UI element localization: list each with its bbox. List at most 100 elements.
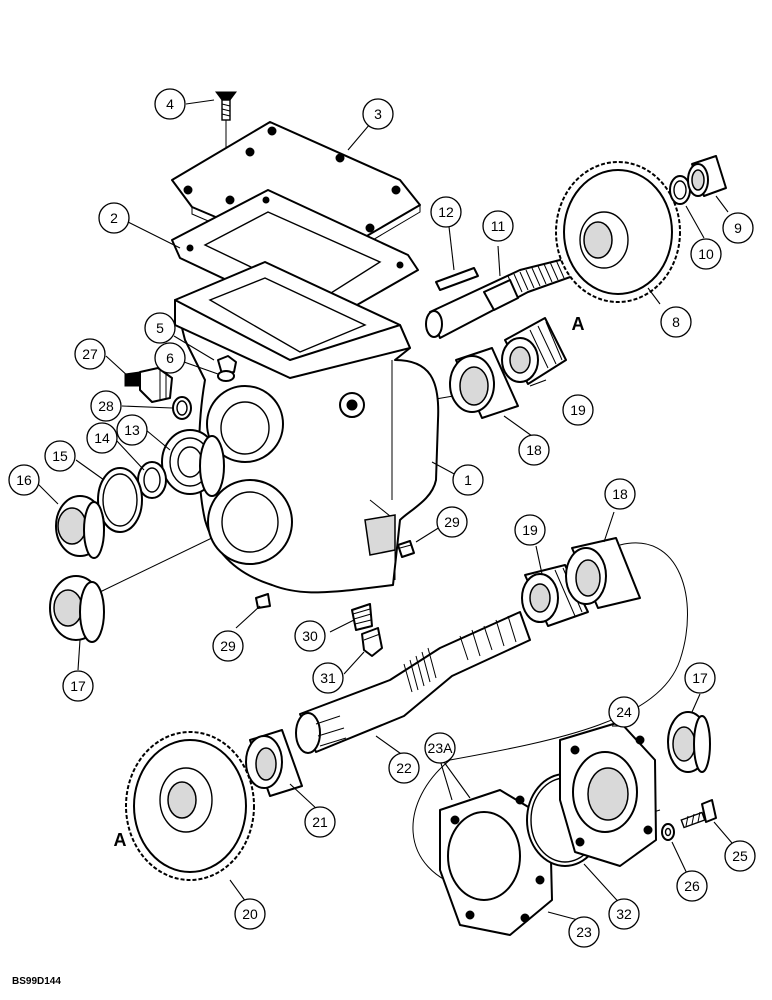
callout-label: 27 bbox=[82, 346, 98, 362]
retainer-23 bbox=[439, 789, 553, 936]
callout-label: 29 bbox=[220, 638, 236, 654]
callout-5: 5 bbox=[144, 312, 176, 344]
callout-label: 25 bbox=[732, 848, 748, 864]
callout-label: 2 bbox=[110, 210, 118, 226]
callout-20: 20 bbox=[234, 898, 266, 930]
callout-24: 24 bbox=[608, 696, 640, 728]
callout-31: 31 bbox=[312, 662, 344, 694]
tapered-bearing-19-upper bbox=[501, 317, 567, 385]
callout-label: 19 bbox=[570, 402, 586, 418]
bushing-9 bbox=[687, 155, 727, 197]
callout-label: 14 bbox=[94, 430, 110, 446]
callout-label: 18 bbox=[526, 442, 542, 458]
callout-29-right: 29 bbox=[436, 506, 468, 538]
callout-11: 11 bbox=[482, 210, 514, 242]
callout-label: 16 bbox=[16, 472, 32, 488]
callout-label: 8 bbox=[672, 314, 680, 330]
callout-18-upper: 18 bbox=[518, 434, 550, 466]
callout-label: 23 bbox=[576, 924, 592, 940]
callout-15: 15 bbox=[44, 440, 76, 472]
callout-label: 12 bbox=[438, 204, 454, 220]
callout-22: 22 bbox=[388, 752, 420, 784]
housing-cover-24 bbox=[559, 721, 657, 867]
seal-17-right bbox=[667, 711, 711, 773]
callout-21: 21 bbox=[304, 806, 336, 838]
callout-1: 1 bbox=[452, 464, 484, 496]
callout-19-lower: 19 bbox=[514, 514, 546, 546]
washer-26 bbox=[661, 823, 675, 841]
callout-label: 24 bbox=[616, 704, 632, 720]
callout-label: 23A bbox=[428, 740, 454, 756]
key-12 bbox=[435, 267, 479, 291]
reference-letter-upper: A bbox=[572, 314, 585, 334]
callout-8: 8 bbox=[660, 306, 692, 338]
callout-9: 9 bbox=[722, 212, 754, 244]
callout-label: 22 bbox=[396, 760, 412, 776]
callout-23a: 23A bbox=[424, 732, 456, 764]
callout-26: 26 bbox=[676, 870, 708, 902]
breather-plug-27 bbox=[124, 367, 173, 403]
callout-label: 9 bbox=[734, 220, 742, 236]
snap-ring-15 bbox=[97, 467, 143, 533]
callout-label: 30 bbox=[302, 628, 318, 644]
gasket-2 bbox=[171, 189, 419, 326]
callout-30: 30 bbox=[294, 620, 326, 652]
callout-14: 14 bbox=[86, 422, 118, 454]
callout-17-right: 17 bbox=[684, 662, 716, 694]
shaft-11 bbox=[425, 254, 591, 339]
callout-label: 18 bbox=[612, 486, 628, 502]
callout-label: 11 bbox=[491, 218, 506, 234]
callout-19-upper: 19 bbox=[562, 394, 594, 426]
callout-3: 3 bbox=[362, 98, 394, 130]
callout-label: 15 bbox=[52, 448, 68, 464]
callout-label: 5 bbox=[156, 320, 164, 336]
seal-17-left bbox=[49, 575, 105, 643]
bearing-cup-21 bbox=[245, 729, 303, 797]
callout-10: 10 bbox=[690, 238, 722, 270]
callout-label: 6 bbox=[166, 350, 174, 366]
callout-label: 28 bbox=[98, 398, 114, 414]
callout-6: 6 bbox=[154, 342, 186, 374]
gearbox-housing-1 bbox=[174, 261, 440, 594]
callout-label: 17 bbox=[70, 678, 86, 694]
gear-20 bbox=[125, 731, 255, 881]
callout-label: 21 bbox=[312, 814, 328, 830]
output-shaft-22 bbox=[295, 611, 531, 754]
reference-letter-lower: A bbox=[114, 830, 127, 850]
callout-label: 1 bbox=[464, 472, 472, 488]
drawing-code: BS99D144 bbox=[12, 976, 61, 987]
callout-label: 20 bbox=[242, 906, 258, 922]
plug-29-bottom bbox=[255, 593, 271, 609]
gear-8 bbox=[555, 161, 681, 303]
washer-6 bbox=[217, 370, 235, 382]
callout-29-bottom: 29 bbox=[212, 630, 244, 662]
plug-30 bbox=[351, 603, 373, 631]
callout-23: 23 bbox=[568, 916, 600, 948]
callout-18-lower: 18 bbox=[604, 478, 636, 510]
callout-label: 19 bbox=[522, 522, 538, 538]
screw-4 bbox=[215, 91, 237, 121]
callout-17-left: 17 bbox=[62, 670, 94, 702]
callout-27: 27 bbox=[74, 338, 106, 370]
ball-bearing-13 bbox=[161, 429, 225, 497]
o-ring-28 bbox=[172, 396, 192, 420]
callout-25: 25 bbox=[724, 840, 756, 872]
callout-12: 12 bbox=[430, 196, 462, 228]
callout-28: 28 bbox=[90, 390, 122, 422]
callout-label: 13 bbox=[124, 422, 140, 438]
callout-label: 10 bbox=[698, 246, 714, 262]
snap-ring-10 bbox=[669, 175, 691, 205]
seal-16 bbox=[55, 495, 105, 559]
callout-label: 29 bbox=[444, 514, 460, 530]
plug-29-right bbox=[397, 540, 415, 558]
callout-13: 13 bbox=[116, 414, 148, 446]
callout-label: 32 bbox=[616, 906, 632, 922]
fitting-31 bbox=[361, 627, 383, 657]
callout-label: 3 bbox=[374, 106, 382, 122]
bolt-25 bbox=[680, 799, 717, 829]
callout-label: 26 bbox=[684, 878, 700, 894]
callout-4: 4 bbox=[154, 88, 186, 120]
callout-16: 16 bbox=[8, 464, 40, 496]
callout-2: 2 bbox=[98, 202, 130, 234]
